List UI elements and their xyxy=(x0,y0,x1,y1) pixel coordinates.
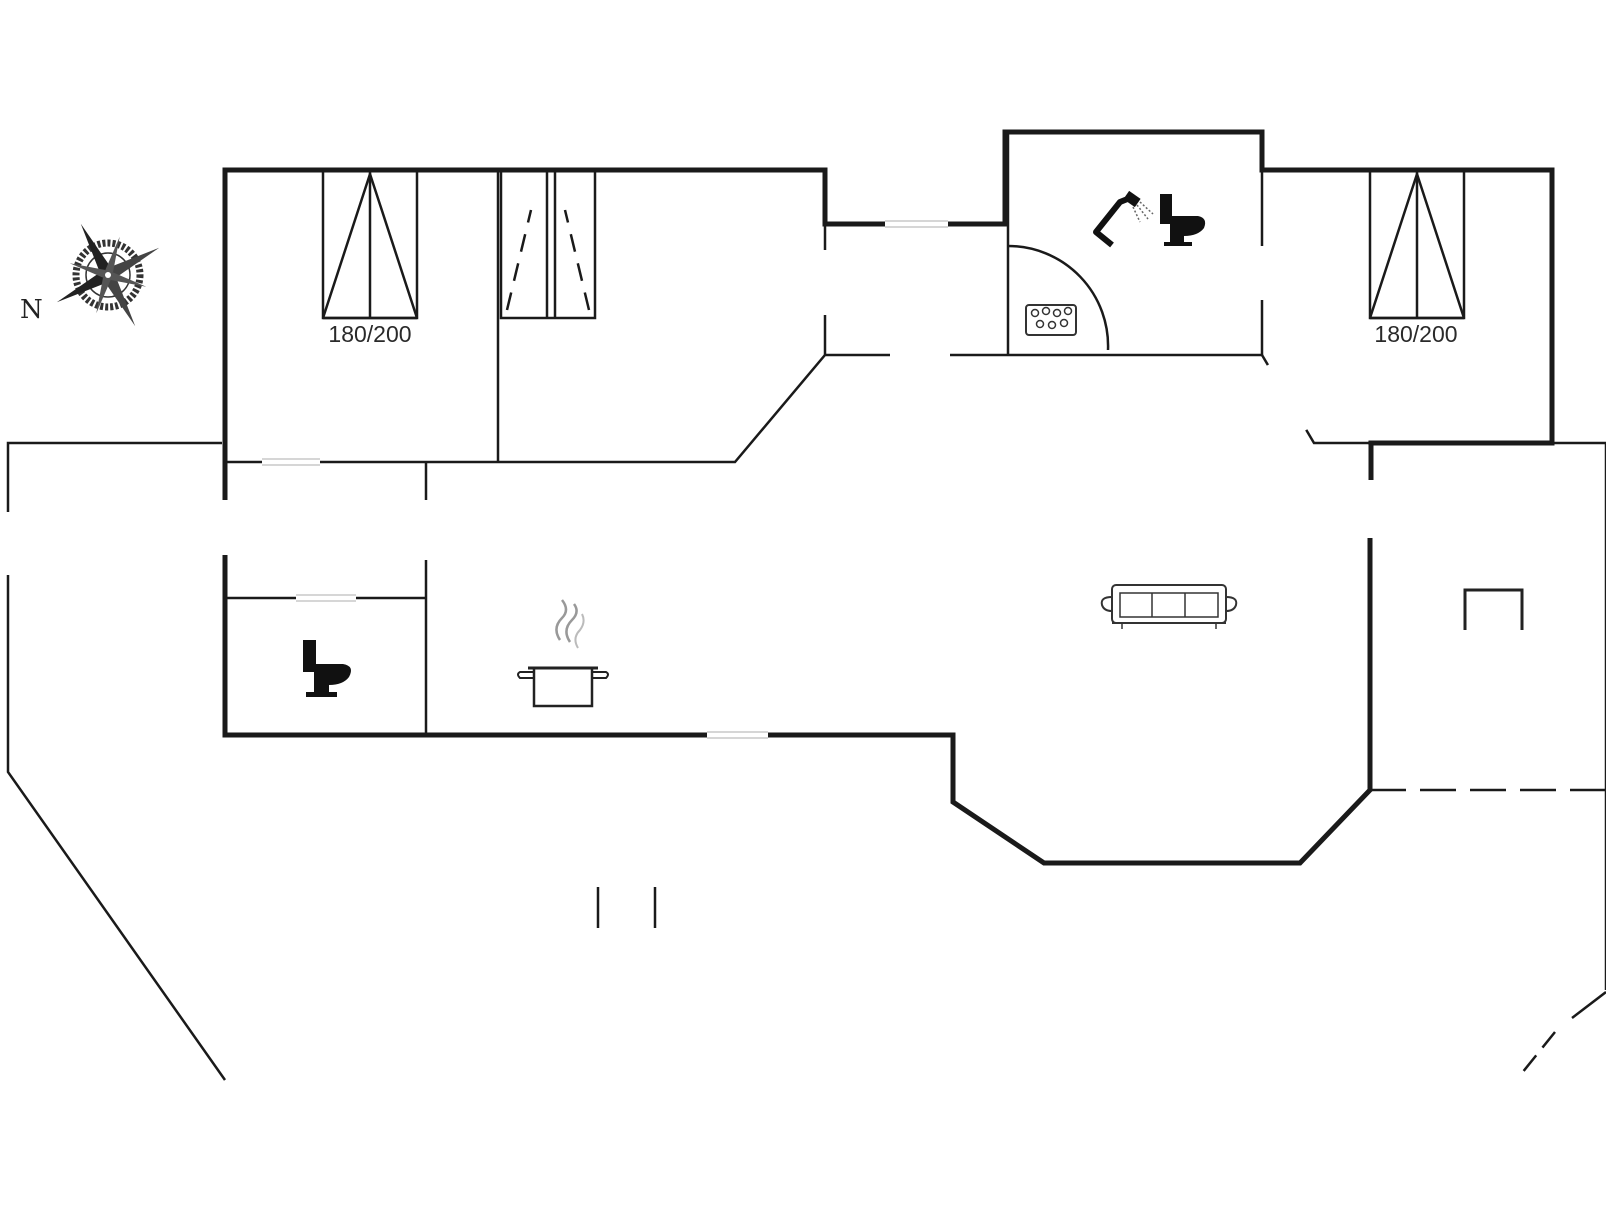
openings xyxy=(220,219,1376,740)
whirlpool-icon xyxy=(1025,304,1077,336)
exterior-walls xyxy=(222,129,1555,866)
shower-icon xyxy=(1093,190,1154,248)
door-swing xyxy=(1007,244,1110,351)
toilet-icon xyxy=(303,640,351,697)
toilet-icon xyxy=(1160,194,1206,246)
fireplace-icon xyxy=(1463,588,1524,630)
cooking-pot-icon xyxy=(517,599,609,708)
double-bed-icon xyxy=(1368,168,1466,320)
bed-size-label: 180/200 xyxy=(328,321,411,347)
double-bed-icon xyxy=(321,168,419,320)
north-label: N xyxy=(20,295,43,325)
terrace-outline xyxy=(6,441,1606,1081)
compass-rose-icon xyxy=(56,223,160,327)
bunk-bed-icon xyxy=(499,168,597,320)
bed-size-label: 180/200 xyxy=(1374,321,1457,347)
sofa-icon xyxy=(1100,584,1238,629)
